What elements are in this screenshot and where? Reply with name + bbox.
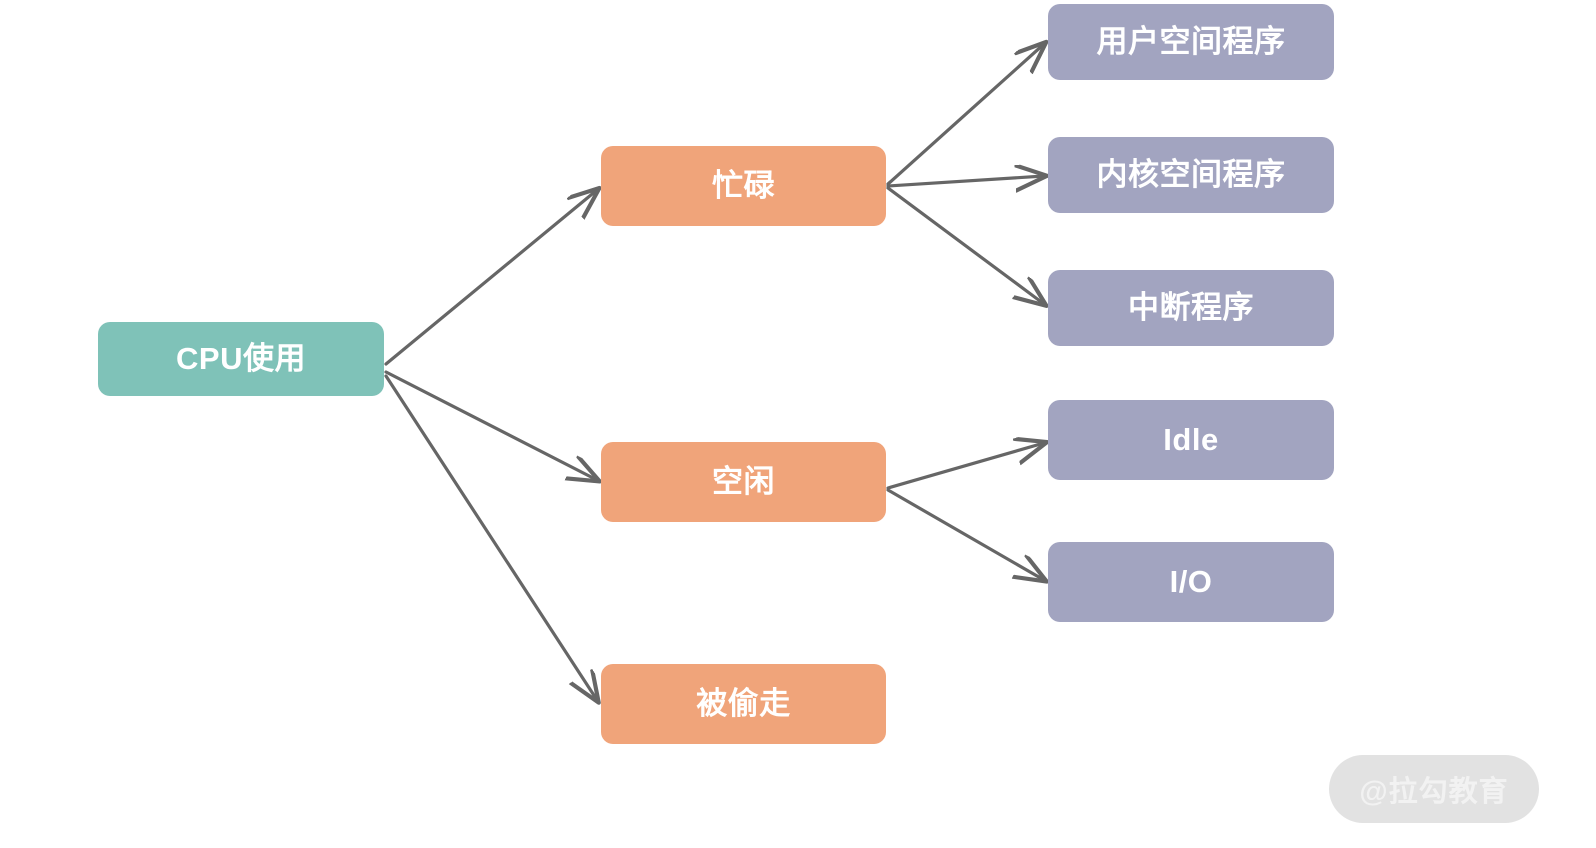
edge-idle-to-io <box>886 488 1044 580</box>
node-io[interactable]: I/O <box>1048 542 1334 622</box>
edge-idle-to-idle-state <box>886 443 1044 490</box>
node-label-interrupt-program: 中断程序 <box>1128 289 1254 325</box>
node-label-stolen: 被偷走 <box>696 685 791 721</box>
node-idle-state[interactable]: Idle <box>1048 400 1334 480</box>
node-stolen[interactable]: 被偷走 <box>601 664 886 744</box>
node-label-idle-state: Idle <box>1163 421 1219 457</box>
edge-busy-to-user-space <box>886 44 1044 186</box>
node-label-busy: 忙碌 <box>712 167 775 203</box>
edge-root-to-busy <box>384 190 597 366</box>
node-label-user-space-program: 用户空间程序 <box>1096 23 1286 59</box>
watermark-label: @拉勾教育 <box>1359 776 1509 808</box>
node-label-cpu-usage: CPU使用 <box>176 340 306 376</box>
watermark-badge: @拉勾教育 <box>1329 755 1539 823</box>
node-label-kernel-space-program: 内核空间程序 <box>1096 156 1286 192</box>
edge-root-to-stolen <box>384 374 597 700</box>
node-label-idle: 空闲 <box>712 463 775 499</box>
node-kernel-space-program[interactable]: 内核空间程序 <box>1048 137 1334 213</box>
edge-busy-to-kernel-space <box>886 176 1044 186</box>
node-idle[interactable]: 空闲 <box>601 442 886 522</box>
node-busy[interactable]: 忙碌 <box>601 146 886 226</box>
edge-busy-to-interrupt <box>886 186 1044 304</box>
edge-root-to-idle <box>384 370 597 480</box>
node-interrupt-program[interactable]: 中断程序 <box>1048 270 1334 346</box>
node-cpu-usage[interactable]: CPU使用 <box>98 322 384 396</box>
node-label-io: I/O <box>1169 563 1213 599</box>
node-user-space-program[interactable]: 用户空间程序 <box>1048 4 1334 80</box>
